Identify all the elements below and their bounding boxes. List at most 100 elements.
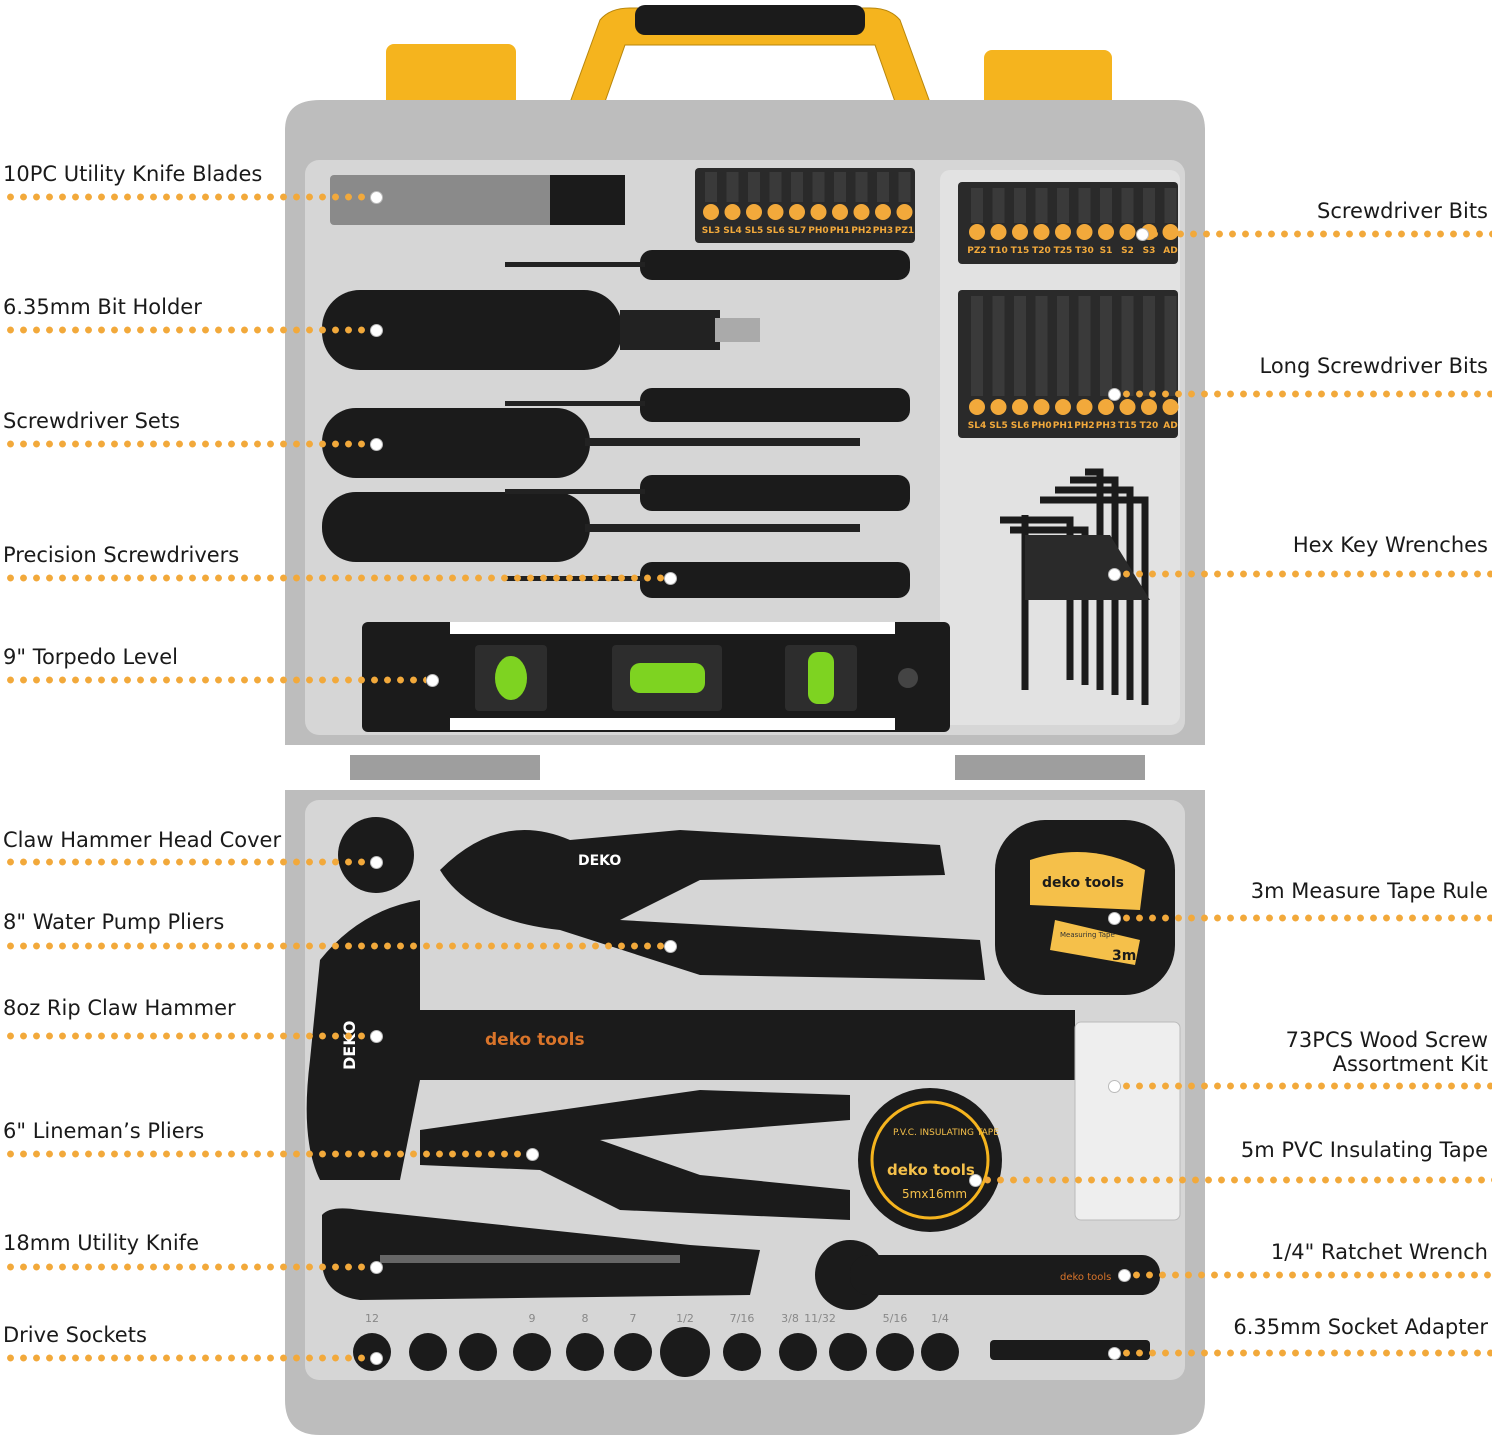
svg-text:P.V.C. INSULATING TAPE: P.V.C. INSULATING TAPE — [893, 1128, 999, 1138]
drive-socket — [614, 1333, 652, 1371]
bit-size-label: SL6 — [766, 226, 784, 236]
bit-icon — [1055, 399, 1071, 415]
callout-point — [370, 191, 383, 204]
bit-icon — [746, 204, 762, 220]
callout-leader-line — [1120, 390, 1492, 398]
bit-size-label: PH3 — [873, 226, 893, 236]
callout-leader-line — [1130, 1271, 1492, 1279]
bit-icon — [789, 204, 805, 220]
claw-hammer-head-cover — [338, 817, 414, 893]
callout-leader-line — [4, 1354, 370, 1362]
callout-point — [664, 940, 677, 953]
callout-point — [370, 1352, 383, 1365]
bit-size-label: T15 — [1118, 421, 1137, 431]
precision-screwdrivers — [505, 250, 910, 598]
bit-icon — [853, 204, 870, 220]
drive-socket — [660, 1327, 710, 1377]
bit-size-label: PH1 — [830, 226, 850, 236]
level-vial-angle — [495, 656, 527, 700]
bit-size-label: T15 — [1011, 246, 1030, 256]
bit-size-label: PH2 — [851, 226, 871, 236]
bit-icon — [969, 399, 985, 415]
callout-point — [1108, 568, 1121, 581]
bit-icon — [1141, 399, 1157, 415]
bit-icon — [969, 224, 985, 240]
bit — [1057, 296, 1069, 396]
bit — [1100, 188, 1112, 223]
callout-label: Drive Sockets — [3, 1323, 147, 1347]
socket-size-label: 11/32 — [804, 1312, 836, 1325]
callout-point — [664, 572, 677, 585]
socket-size-label: 1/2 — [676, 1312, 694, 1325]
callout-point — [969, 1174, 982, 1187]
bit — [1164, 188, 1177, 223]
bit-size-label: SL3 — [702, 226, 720, 236]
svg-text:deko tools: deko tools — [1042, 875, 1124, 891]
bit-icon — [1033, 399, 1050, 415]
callout-label: 3m Measure Tape Rule — [1250, 879, 1488, 903]
bit — [1078, 296, 1091, 396]
bit-size-label: PH3 — [1096, 421, 1116, 431]
bit — [971, 188, 983, 223]
level-vial-horizontal — [630, 663, 705, 693]
torpedo-level — [362, 622, 950, 732]
bit — [1014, 188, 1026, 223]
socket-size-label: 7/16 — [730, 1312, 755, 1325]
socket-size-label: 5/16 — [883, 1312, 908, 1325]
bit-size-label: S3 — [1143, 246, 1156, 256]
level-vial-vertical — [808, 652, 834, 704]
callout-label: Precision Screwdrivers — [3, 543, 240, 567]
screwdriver-large-2 — [322, 408, 860, 478]
callout-leader-line — [4, 1032, 370, 1040]
drive-socket — [566, 1333, 604, 1371]
bit-icon — [1055, 224, 1071, 240]
bit-size-label: PZ2 — [967, 246, 986, 256]
bit-icon — [810, 204, 827, 220]
callout-point — [370, 856, 383, 869]
bit — [877, 172, 889, 202]
bit-icon — [1012, 399, 1028, 415]
screwdriver-large-1 — [322, 290, 760, 370]
socket-size-label: 12 — [365, 1312, 379, 1325]
callout-label: Screwdriver Sets — [3, 409, 181, 433]
callout-point — [370, 324, 383, 337]
callout-label: 8" Water Pump Pliers — [3, 910, 225, 934]
callout-leader-line — [4, 326, 370, 334]
bit — [1121, 296, 1134, 396]
svg-text:5mx16mm: 5mx16mm — [902, 1187, 967, 1201]
drive-socket — [459, 1333, 497, 1371]
callout-label: 8oz Rip Claw Hammer — [3, 996, 236, 1020]
svg-text:Measuring Tape: Measuring Tape — [1060, 931, 1115, 939]
pvc-insulating-tape: P.V.C. INSULATING TAPE deko tools 5mx16m… — [858, 1088, 1002, 1232]
bit-size-label: PH1 — [1053, 421, 1073, 431]
callout-label: 6.35mm Bit Holder — [3, 295, 202, 319]
bit-size-label: SL5 — [745, 226, 763, 236]
callout-point — [370, 1261, 383, 1274]
callout-point — [1108, 388, 1121, 401]
bit-size-label: T20 — [1032, 246, 1051, 256]
bit-icon — [1012, 224, 1028, 240]
bit-icon — [767, 204, 784, 220]
bit-size-label: PH0 — [808, 226, 828, 236]
bit — [1164, 296, 1177, 396]
ratchet-wrench: deko tools — [815, 1240, 1160, 1310]
socket-size-label: 9 — [529, 1312, 536, 1325]
bit — [812, 172, 825, 202]
bit — [992, 188, 1005, 223]
callout-leader-line — [1120, 1349, 1492, 1357]
measure-tape-rule: deko tools Measuring Tape 3m — [995, 820, 1175, 995]
bit — [705, 172, 717, 202]
bit — [1100, 296, 1112, 396]
bit — [791, 172, 803, 202]
hex-key-wrenches — [1000, 468, 1149, 705]
bit-icon — [990, 399, 1007, 415]
svg-text:deko tools: deko tools — [887, 1161, 975, 1179]
bit-icon — [1033, 224, 1050, 240]
drive-socket — [921, 1333, 959, 1371]
water-pump-pliers: DEKO — [440, 830, 985, 980]
bit-size-label: AD — [1163, 421, 1177, 431]
socket-size-label: 8 — [582, 1312, 589, 1325]
bit-size-label: PZ1 — [895, 226, 914, 236]
callout-point — [1108, 1347, 1121, 1360]
